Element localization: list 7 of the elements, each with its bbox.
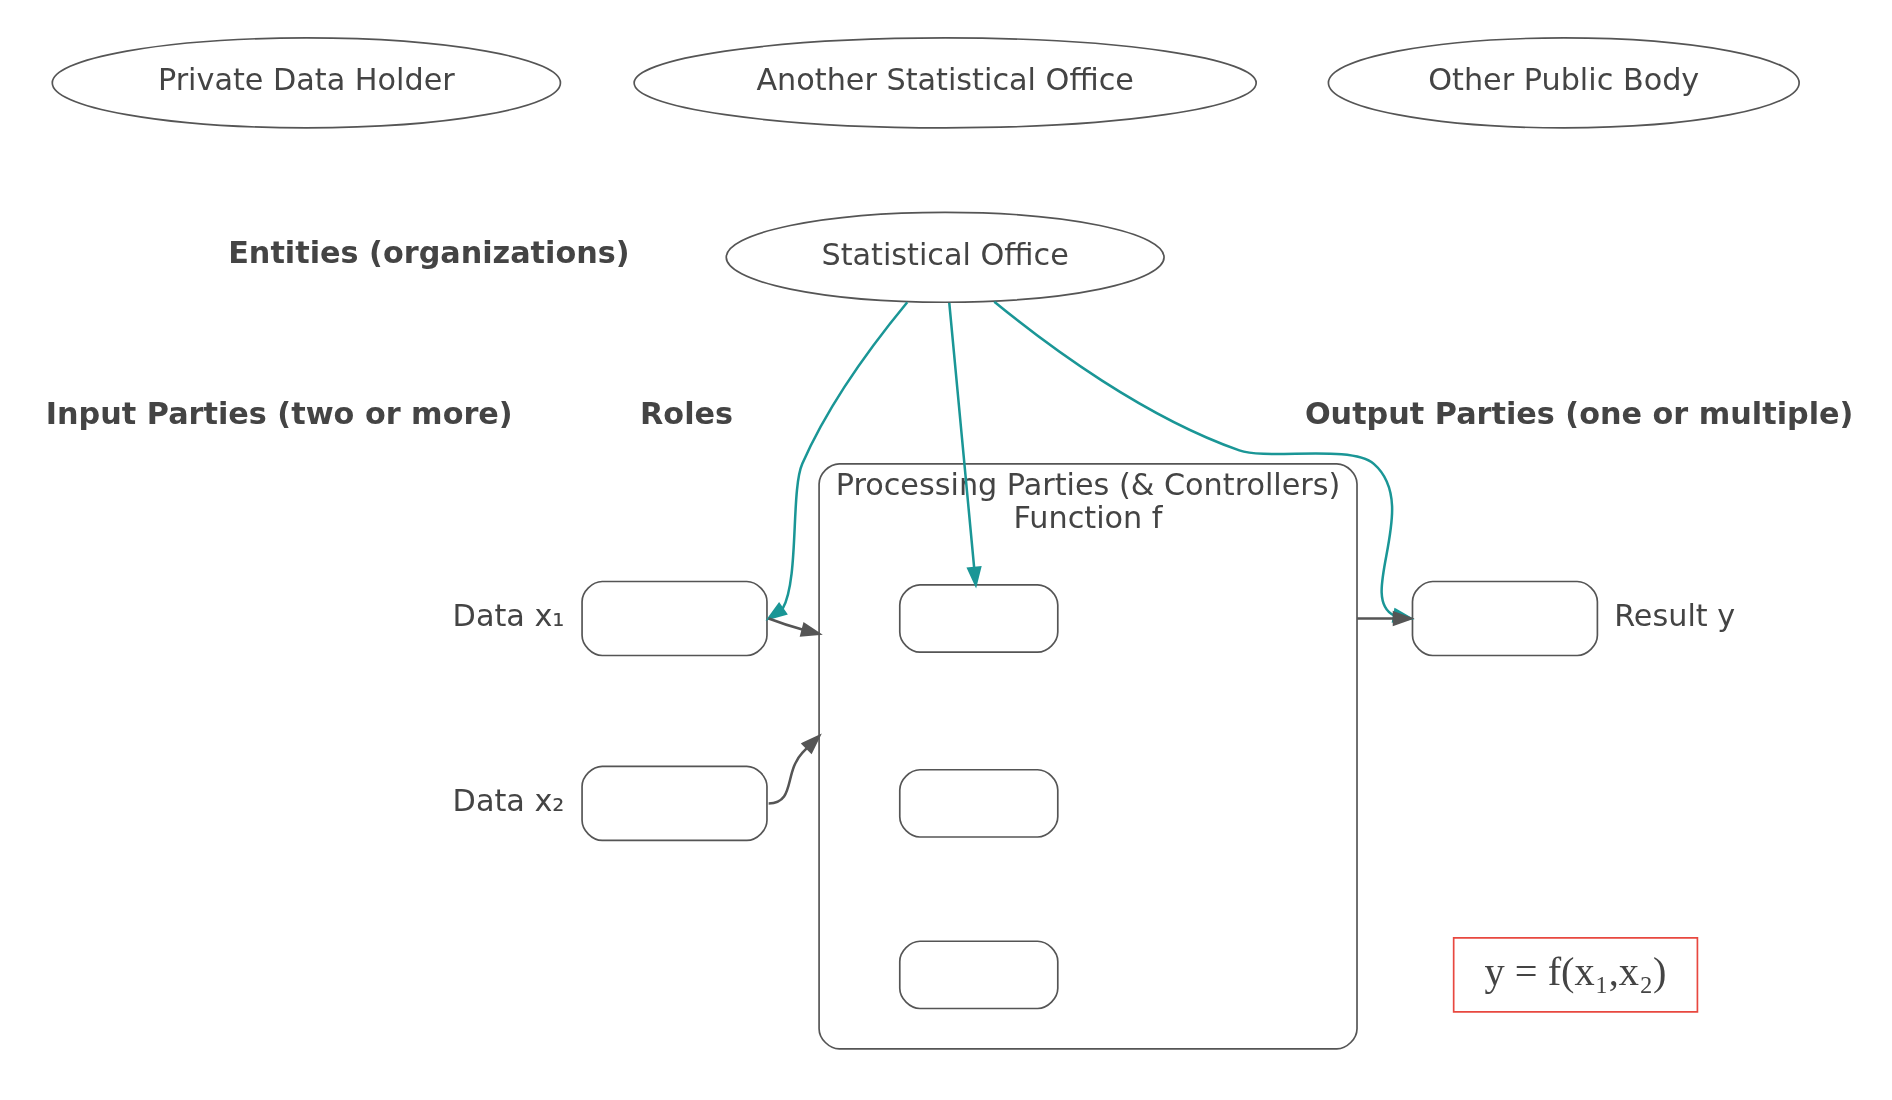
label: Input Parties (two or more) bbox=[45, 396, 513, 432]
label: Output Parties (one or multiple) bbox=[1304, 396, 1854, 432]
node-label: Data x₂ bbox=[452, 782, 565, 818]
node-label: Data x₁ bbox=[452, 597, 565, 633]
label: Entities (organizations) bbox=[228, 235, 630, 270]
node-label: Result y bbox=[1614, 597, 1736, 633]
label: Roles bbox=[640, 396, 734, 432]
